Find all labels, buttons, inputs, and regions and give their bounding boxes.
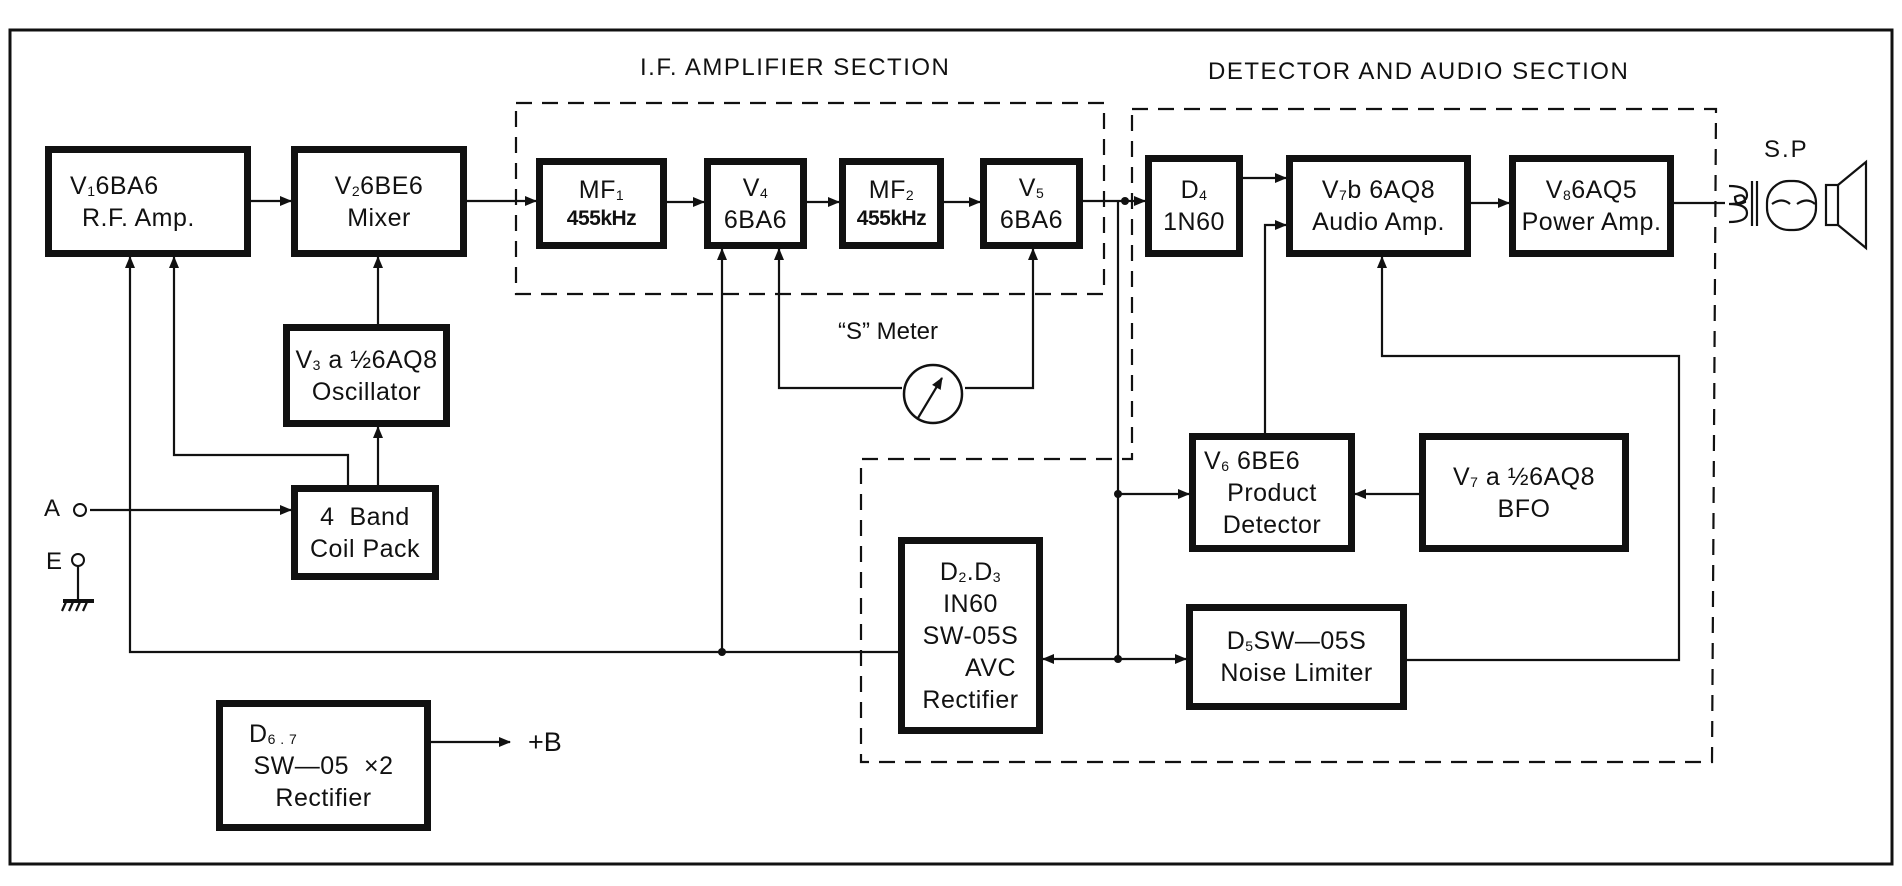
block-v8-power-amp[interactable]: V86AQ5 Power Amp. (1509, 155, 1674, 257)
block-mf1-type: MF1 (578, 176, 625, 205)
block-d4-detector[interactable]: D4 1N60 (1145, 155, 1243, 257)
block-v3-oscillator[interactable]: V3 a ½6AQ8 Oscillator (283, 324, 450, 427)
speaker-cone-icon (1837, 159, 1868, 251)
block-mf2-freq: 455kHz (856, 207, 927, 231)
block-d5-function: Noise Limiter (1220, 659, 1373, 687)
block-mf2-type: MF2 (868, 176, 915, 205)
block-v7b-function: Audio Amp. (1312, 208, 1445, 236)
block-v5-tube: V5 (1018, 173, 1045, 202)
block-mf1[interactable]: MF1 455kHz (536, 158, 667, 249)
block-coil-line2: Coil Pack (309, 534, 421, 563)
block-v4-tube: V4 (742, 173, 769, 202)
block-v3-function: Oscillator (311, 377, 422, 406)
wire-coil-v1 (169, 256, 350, 485)
if-section-title: I.F. AMPLIFIER SECTION (640, 54, 951, 81)
block-d67-rectifier[interactable]: D6 . 7 SW—05 ×2 Rectifier (216, 700, 431, 831)
ground-hatch (60, 601, 89, 612)
block-coil-pack[interactable]: 4 Band Coil Pack (291, 485, 439, 580)
block-coil-line1: 4 Band (320, 502, 410, 531)
earth-terminal-icon[interactable] (71, 553, 85, 567)
block-d67-function: Rectifier (275, 783, 372, 812)
block-v4[interactable]: V4 6BA6 (704, 158, 807, 249)
junction-dot (718, 648, 726, 656)
block-v5[interactable]: V5 6BA6 (980, 158, 1083, 249)
block-mf2[interactable]: MF2 455kHz (839, 158, 944, 249)
block-d4-type: 1N60 (1163, 208, 1225, 236)
speaker-label: S.P (1764, 136, 1809, 163)
antenna-terminal-icon[interactable] (73, 503, 87, 517)
block-d2d3-type2: SW-05S (922, 621, 1019, 650)
outer-frame (8, 28, 1894, 866)
block-d5-type: D5SW—05S (1226, 627, 1367, 655)
block-v5-type: 6BA6 (999, 205, 1064, 234)
speaker-transformer-icon (1728, 184, 1749, 224)
detector-section-boundary (859, 107, 1718, 764)
block-d2d3-type1: IN60 (943, 589, 998, 618)
block-d2d3-function1: AVC (964, 653, 1017, 682)
wire-v6-v7b (1263, 220, 1287, 433)
s-meter-icon (902, 363, 964, 425)
block-v6-function1: Product (1227, 478, 1317, 507)
wire-avc-v1 (125, 256, 898, 654)
block-d2d3-avc-rectifier[interactable]: D2.D3 IN60 SW-05S AVC Rectifier (898, 537, 1043, 734)
s-meter-label: “S” Meter (838, 318, 939, 345)
speaker-magnet (1824, 183, 1840, 227)
block-v4-type: 6BA6 (723, 205, 788, 234)
block-v6-product-detector[interactable]: V6 6BE6 Product Detector (1189, 433, 1355, 552)
block-v6-type: V6 6BE6 (1204, 446, 1301, 475)
junction-dot (1114, 655, 1122, 663)
junction-dot (1121, 197, 1129, 205)
block-v7a-function: BFO (1497, 494, 1551, 523)
block-d2d3-tubes: D2.D3 (939, 557, 1002, 586)
block-v7b-type: V7b 6AQ8 (1321, 176, 1436, 204)
b-plus-label: +B (528, 727, 562, 757)
block-v2-type: V26BE6 (334, 171, 424, 200)
block-d5-noise-limiter[interactable]: D5SW—05S Noise Limiter (1186, 604, 1407, 710)
speaker-coil (1765, 179, 1818, 232)
wire-d5-v7b (1377, 256, 1681, 662)
block-v1-function: R.F. Amp. (82, 203, 195, 232)
junction-dot (1114, 490, 1122, 498)
wire-smeter-v5 (965, 248, 1038, 390)
block-d67-type: D6 . 7 (249, 719, 298, 748)
if-section-boundary (514, 101, 1106, 296)
block-d67-part: SW—05 ×2 (253, 751, 394, 780)
block-v2-function: Mixer (347, 203, 411, 232)
block-v2-mixer[interactable]: V26BE6 Mixer (291, 146, 467, 257)
block-d2d3-function2: Rectifier (922, 685, 1019, 714)
block-v8-function: Power Amp. (1521, 208, 1662, 236)
block-v1-type: V16BA6 (70, 171, 159, 200)
antenna-label: A (44, 495, 61, 522)
block-v6-function2: Detector (1222, 510, 1322, 539)
block-v7a-bfo[interactable]: V7 a ½6AQ8 BFO (1419, 433, 1629, 552)
detector-section-title: DETECTOR AND AUDIO SECTION (1208, 58, 1630, 85)
block-v7a-type: V7 a ½6AQ8 (1452, 462, 1596, 491)
block-mf1-freq: 455kHz (566, 207, 637, 231)
block-d4-tube: D4 (1180, 176, 1208, 204)
block-v1-rf-amp[interactable]: V16BA6 R.F. Amp. (45, 146, 251, 257)
earth-label: E (46, 548, 63, 575)
block-v3-type: V3 a ½6AQ8 (295, 345, 438, 374)
wire-smeter-v4 (774, 248, 902, 390)
speaker-coil-inner (1771, 199, 1816, 205)
s-meter-needle (917, 377, 943, 419)
block-v8-type: V86AQ5 (1545, 176, 1638, 204)
block-v7b-audio-amp[interactable]: V7b 6AQ8 Audio Amp. (1286, 155, 1471, 257)
